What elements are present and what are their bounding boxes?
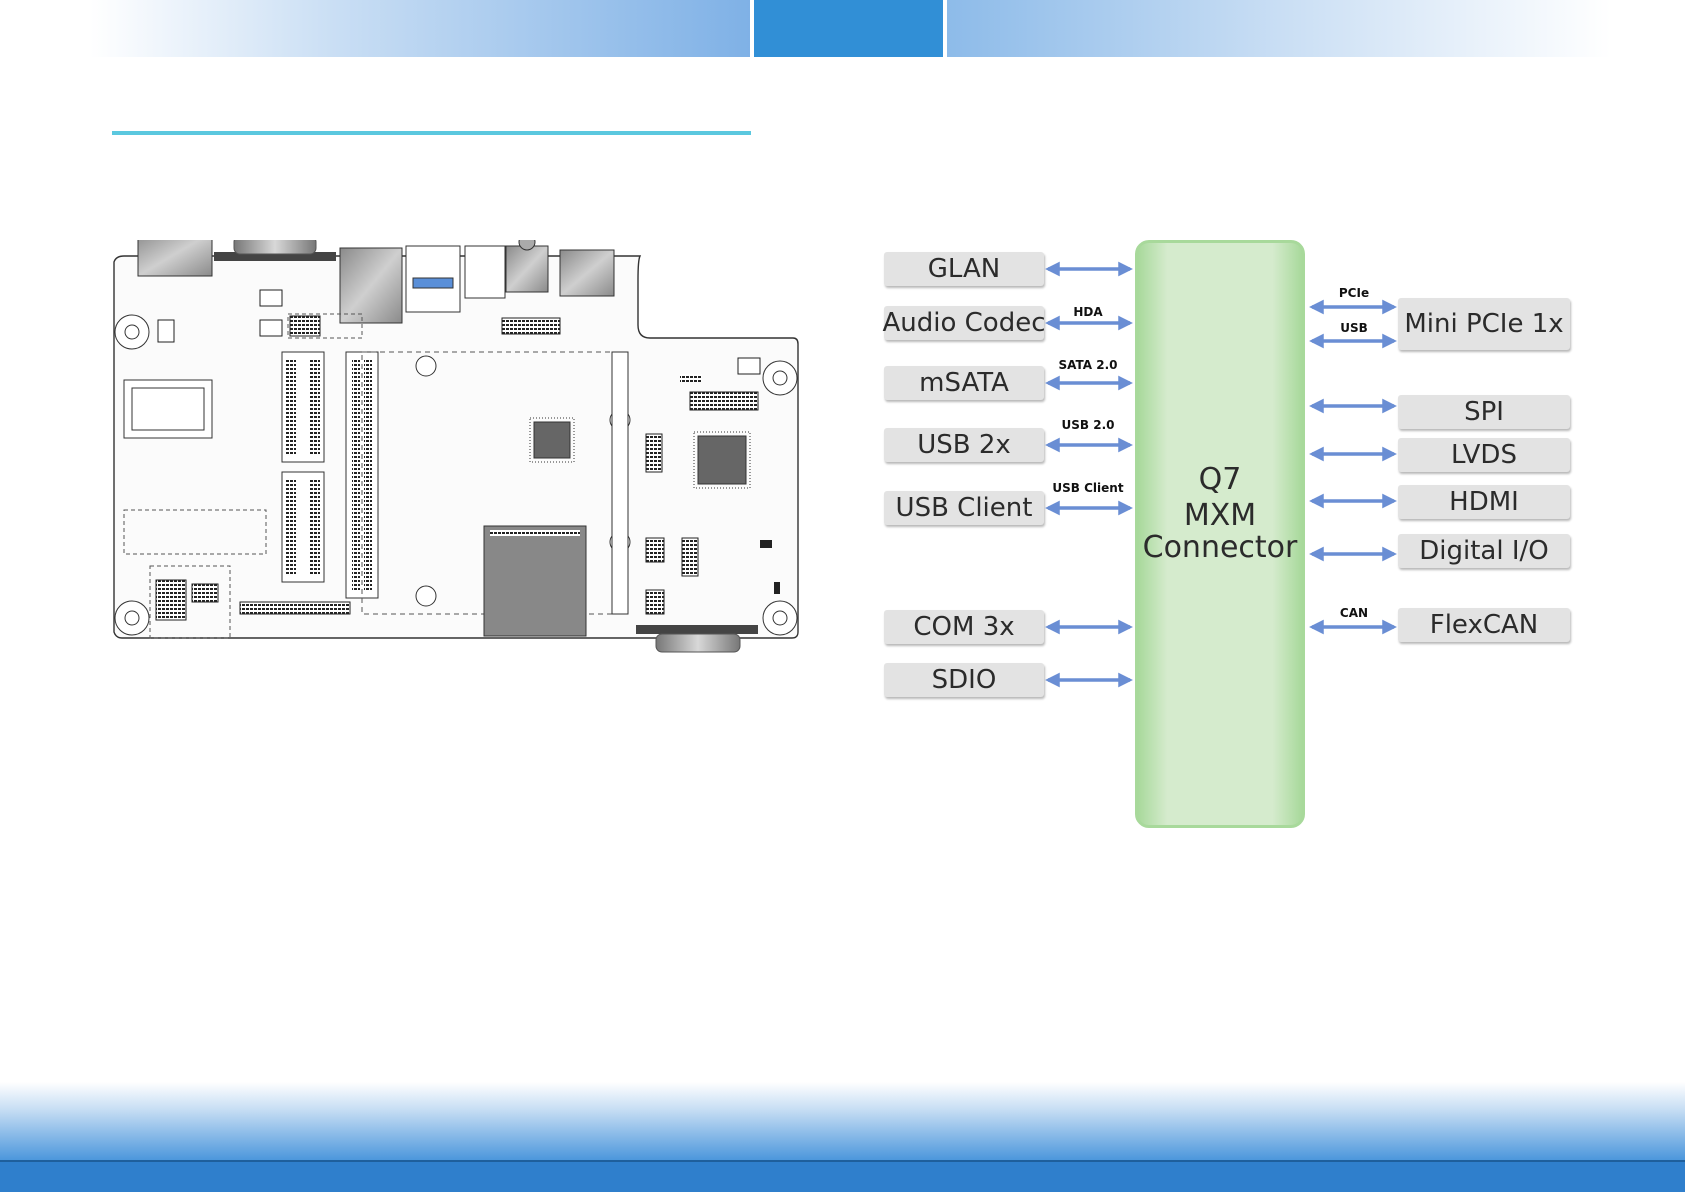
tag-usb-client: USB Client [1052, 481, 1123, 495]
tag-usb: USB [1340, 321, 1368, 335]
footer-gradient-band [0, 1082, 1685, 1160]
tag-hda: HDA [1073, 305, 1102, 319]
tag-usb-2-0: USB 2.0 [1062, 418, 1115, 432]
footer-bar [0, 1160, 1685, 1192]
tag-sata-2-0: SATA 2.0 [1059, 358, 1118, 372]
tag-pcie: PCIe [1339, 286, 1369, 300]
tag-can: CAN [1340, 606, 1368, 620]
